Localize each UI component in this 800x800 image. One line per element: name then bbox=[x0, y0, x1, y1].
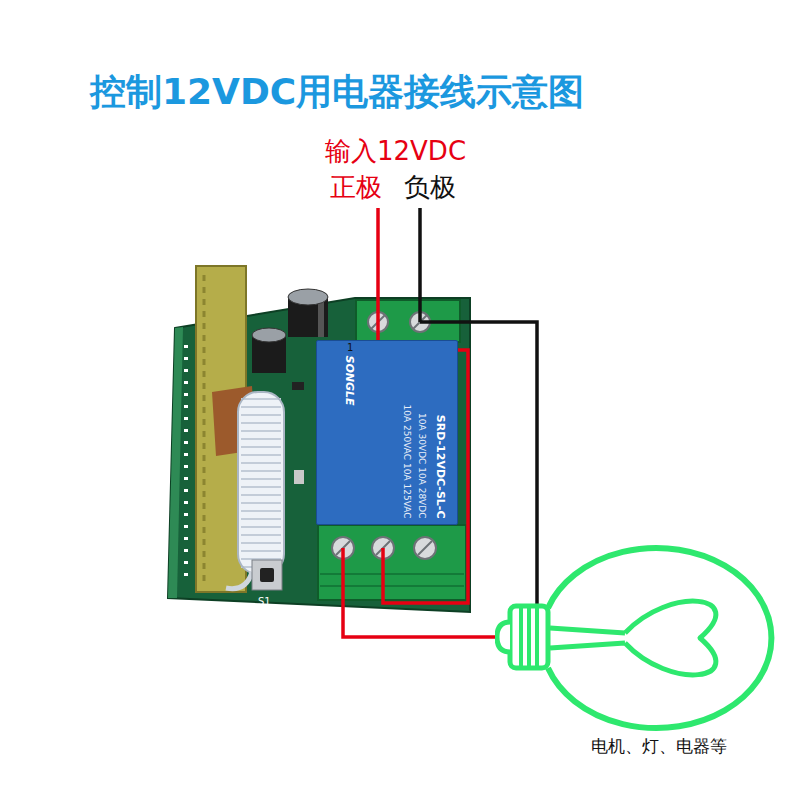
bulb-outline bbox=[495, 540, 780, 762]
negative-pole-label: 负极 bbox=[404, 172, 456, 203]
capacitor-top bbox=[252, 328, 286, 342]
terminal-screw bbox=[414, 537, 436, 559]
relay-rating: 10A 250VAC 10A 125VAC bbox=[400, 404, 411, 518]
pcb-edge bbox=[168, 327, 183, 598]
capacitor-top bbox=[288, 289, 328, 305]
load-bulb: 电机、灯、电器等 bbox=[495, 540, 780, 762]
pin-number: 1 bbox=[347, 342, 353, 354]
load-wire-red bbox=[343, 612, 495, 637]
relay-marking: SONGLE 10A 250VAC 10A 125VAC 10A 30VDC 10A… bbox=[317, 341, 457, 524]
smd-part bbox=[292, 382, 304, 390]
radio-traces bbox=[203, 275, 206, 585]
positive-pole-label: 正极 bbox=[330, 172, 382, 203]
load-wire-stub bbox=[341, 548, 345, 612]
relay-brand: SONGLE bbox=[342, 355, 355, 405]
bulb-filament bbox=[550, 601, 716, 675]
push-button-cap bbox=[260, 568, 274, 582]
negative-wire bbox=[418, 208, 422, 322]
relay-model: SRD-12VDC-SL-C bbox=[433, 414, 446, 518]
terminal-block bbox=[318, 525, 466, 600]
load-caption: 电机、灯、电器等 bbox=[591, 736, 727, 756]
bulb-thread bbox=[521, 608, 537, 666]
coil-antenna bbox=[238, 392, 284, 574]
bulb-base bbox=[510, 606, 548, 668]
negative-wire-end bbox=[535, 540, 539, 604]
bulb-glass bbox=[548, 548, 771, 728]
diagram-title: 控制12VDC用电器接线示意图 bbox=[90, 70, 584, 113]
bulb-tip bbox=[497, 622, 510, 652]
smd-part bbox=[294, 470, 304, 484]
load-wire-black bbox=[470, 322, 537, 540]
coil-outline bbox=[238, 392, 284, 574]
antenna-lead bbox=[226, 572, 252, 589]
pcb-board: S1 SONGLE 10A 250VAC 10A 125VAC 10A 30VDC 1… bbox=[168, 298, 470, 612]
coil-turns bbox=[241, 398, 281, 568]
switch-label: S1 bbox=[258, 596, 271, 608]
positive-wire bbox=[376, 208, 380, 322]
push-button bbox=[252, 560, 282, 590]
screw-slot bbox=[418, 541, 432, 555]
input-voltage-label: 输入12VDC bbox=[325, 136, 466, 167]
relay-body: SONGLE 10A 250VAC 10A 125VAC 10A 30VDC 10A… bbox=[316, 340, 458, 525]
pin-row bbox=[184, 345, 188, 585]
relay-rating: 10A 30VDC 10A 28VDC bbox=[415, 413, 426, 518]
negative-wire-stub bbox=[420, 320, 470, 324]
